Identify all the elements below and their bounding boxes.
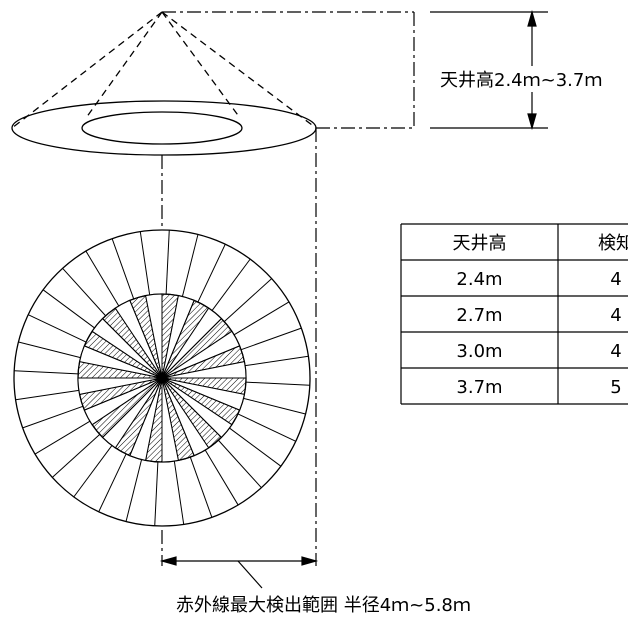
table-cell: 3.0m: [456, 341, 502, 362]
outer-spoke: [98, 453, 127, 513]
table-cell: 3.7m: [456, 377, 502, 398]
range-arrow-right: [301, 556, 319, 566]
table-header-cell: 天井高: [453, 233, 507, 254]
table-cell: 5: [610, 377, 621, 398]
table-header-cell: 検知: [598, 233, 628, 254]
range-label: 赤外線最大検出範囲 半径4ｍ~5.8ｍ: [176, 595, 471, 616]
table-cell: 4: [610, 341, 621, 362]
outer-spoke: [233, 301, 290, 336]
table-cell: 4: [610, 269, 621, 290]
outer-spoke: [139, 231, 151, 295]
range-dimension: [159, 556, 319, 589]
cone-inner-ellipse: [81, 111, 243, 145]
range-leader-line: [237, 560, 263, 589]
inner-zone-wedges: [77, 293, 247, 463]
outer-spoke: [165, 230, 170, 295]
inner-wedge-blank: [161, 361, 247, 379]
outer-spoke: [52, 434, 101, 478]
cone-side-view: [11, 11, 317, 156]
outer-spoke: [154, 461, 159, 526]
cone-inner-right-line: [161, 11, 241, 119]
outer-spoke: [237, 413, 297, 442]
outer-spoke: [173, 461, 185, 525]
outer-spoke: [223, 278, 272, 322]
ceiling-height-table: 天井高 検知 2.4m 4 2.7m 4 3.0m 4 3.7m 5: [400, 223, 628, 405]
outer-spoke: [245, 355, 309, 367]
cone-outer-right-line: [161, 11, 317, 129]
table-cell: 4: [610, 305, 621, 326]
outer-spoke: [181, 234, 199, 297]
outer-spoke: [34, 420, 91, 455]
outer-spoke: [22, 405, 84, 429]
outer-spoke: [204, 449, 239, 506]
detection-pattern-top-view: [13, 229, 311, 527]
table-cell: 2.4m: [456, 269, 502, 290]
height-label: 天井高2.4ｍ~3.7ｍ: [440, 70, 602, 91]
outer-spoke: [62, 268, 106, 317]
outer-zone-spokes: [14, 230, 310, 526]
outer-spoke: [111, 238, 135, 300]
outer-spoke: [27, 314, 87, 343]
outer-spoke: [197, 243, 226, 303]
outer-spoke: [240, 327, 302, 351]
sensor-center: [159, 375, 165, 381]
outer-spoke: [85, 250, 120, 307]
outer-spoke: [14, 370, 79, 375]
outer-spoke: [229, 427, 282, 467]
outer-spoke: [125, 459, 143, 522]
outer-spoke: [73, 445, 113, 498]
range-arrow-left: [159, 556, 177, 566]
outer-spoke: [245, 381, 310, 386]
outer-spoke: [211, 258, 251, 311]
height-arrow-down: [527, 113, 537, 131]
outer-spoke: [218, 439, 262, 488]
table-cell: 2.7m: [456, 305, 502, 326]
outer-spoke: [18, 341, 81, 359]
cone-outer-ellipse: [11, 100, 317, 156]
outer-spoke: [243, 397, 306, 415]
cone-outer-left-line: [11, 11, 163, 129]
outer-spoke: [189, 456, 213, 518]
cone-inner-left-line: [85, 11, 163, 119]
outer-spoke: [42, 289, 95, 329]
height-arrow-up: [527, 9, 537, 27]
outer-spoke: [15, 389, 79, 401]
